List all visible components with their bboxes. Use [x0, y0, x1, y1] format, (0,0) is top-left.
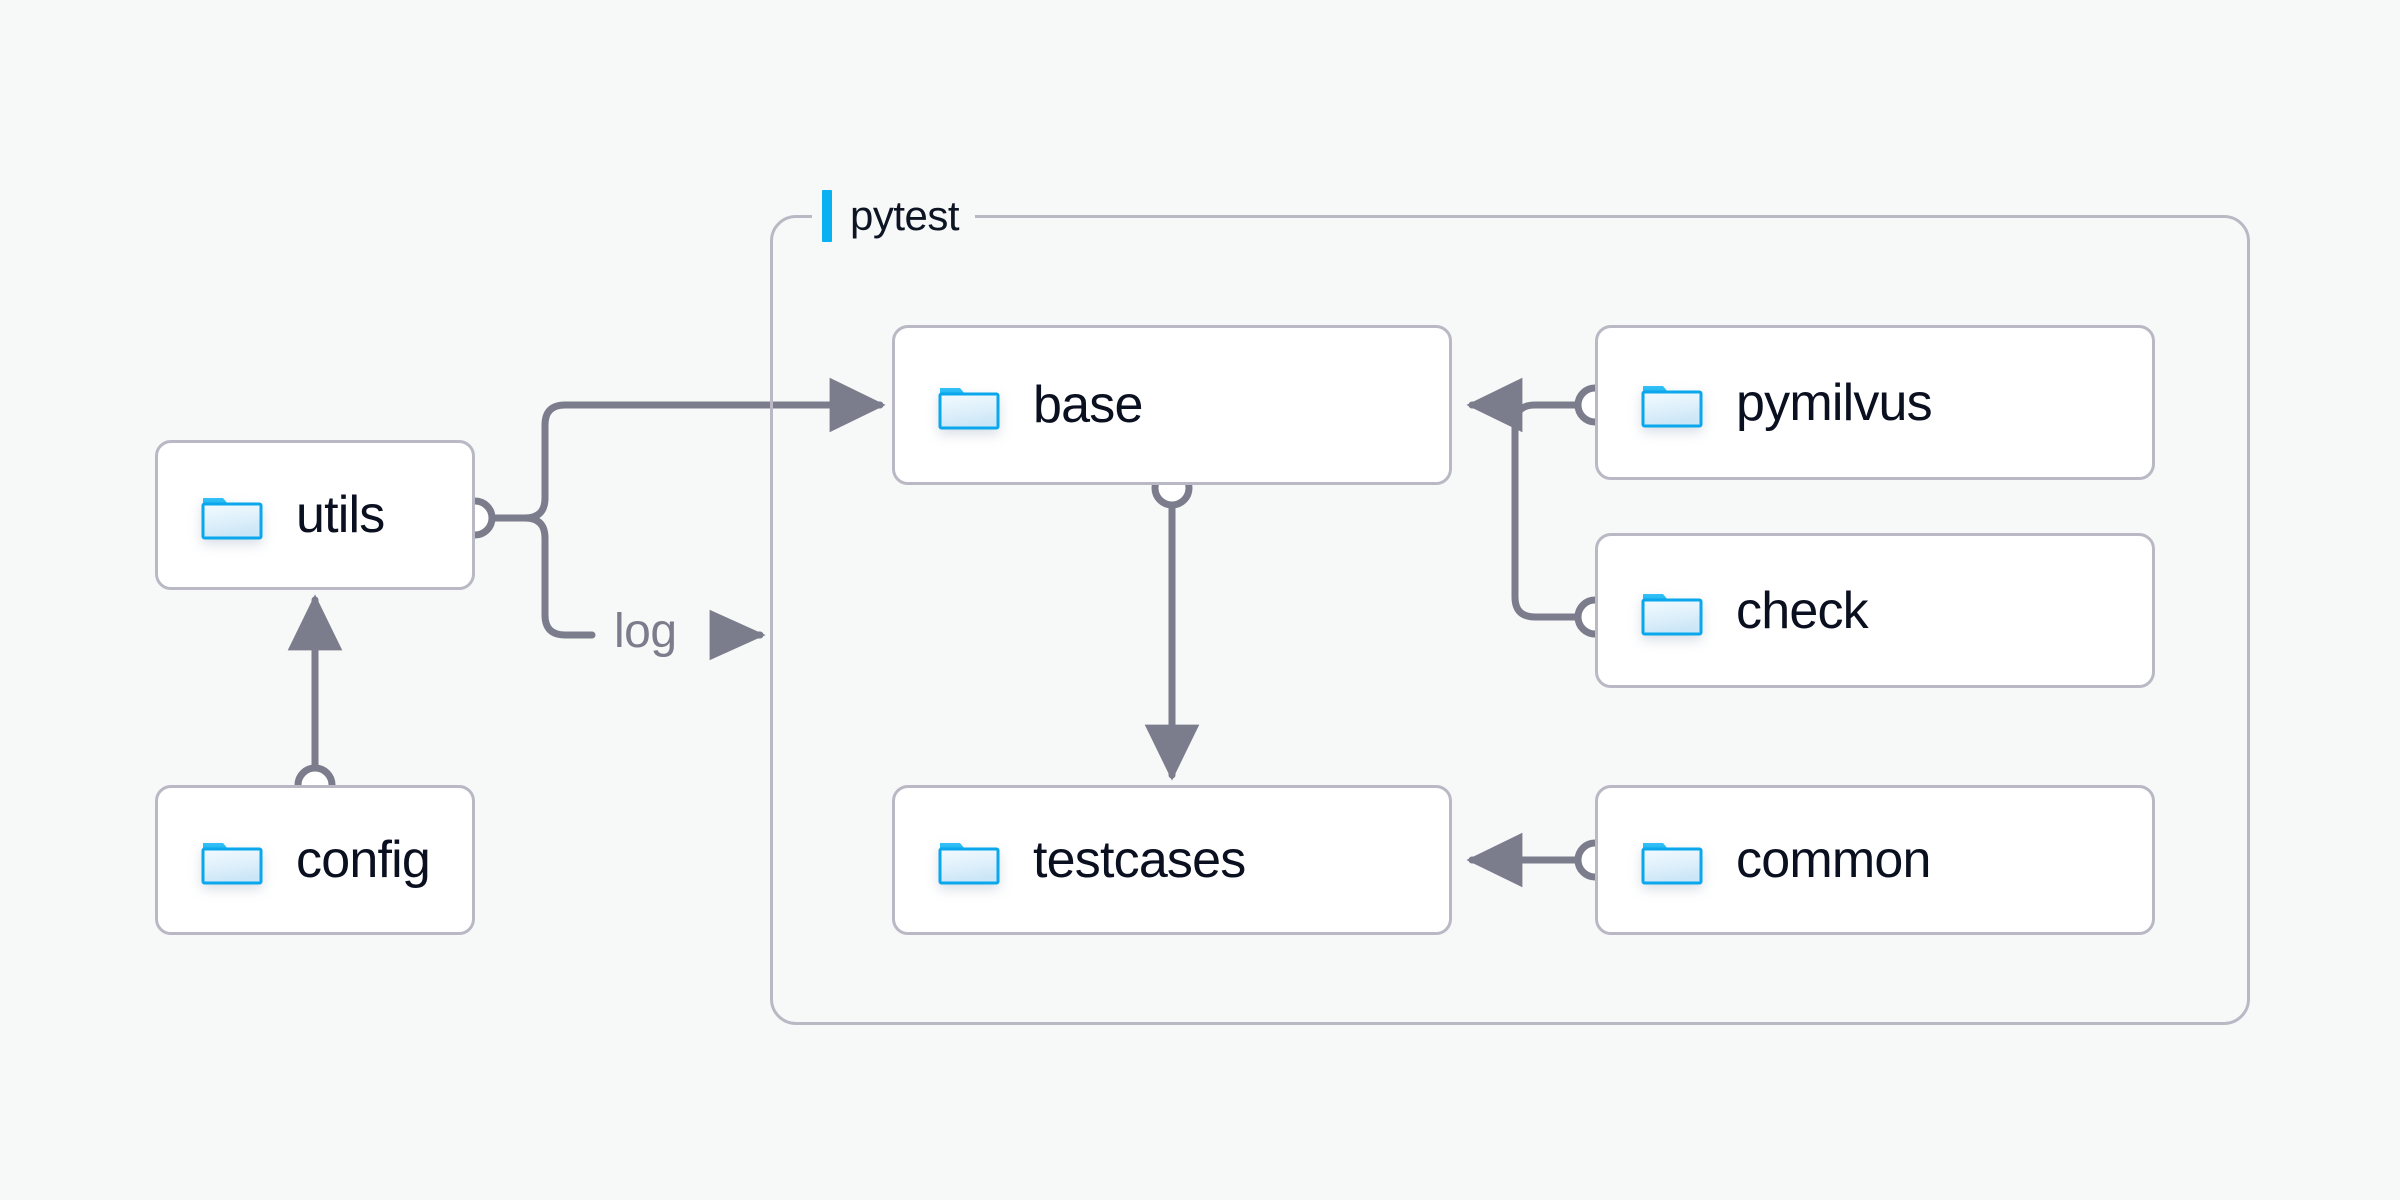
edge-label-log: log — [606, 608, 685, 656]
node-label: check — [1736, 581, 1869, 640]
node-label: common — [1736, 831, 1931, 889]
node-check[interactable]: check — [1595, 533, 2155, 688]
node-utils[interactable]: utils — [155, 440, 475, 590]
folder-icon — [1640, 832, 1704, 888]
group-label-pytest: pytest — [812, 190, 976, 242]
folder-icon — [1640, 583, 1704, 639]
node-label: pymilvus — [1736, 373, 1933, 432]
folder-icon — [200, 487, 264, 543]
node-common[interactable]: common — [1595, 785, 2155, 935]
folder-icon — [937, 832, 1001, 888]
node-label: base — [1033, 376, 1143, 434]
edge-utils-to-log — [488, 514, 596, 639]
group-label-text: pytest — [850, 192, 960, 239]
folder-icon — [200, 832, 264, 888]
node-base[interactable]: base — [892, 325, 1452, 485]
node-label: testcases — [1033, 831, 1246, 889]
folder-icon — [1640, 375, 1704, 431]
node-label: utils — [296, 486, 385, 544]
group-container-pytest — [770, 215, 2250, 1025]
folder-icon — [937, 377, 1001, 433]
node-config[interactable]: config — [155, 785, 475, 935]
node-pymilvus[interactable]: pymilvus — [1595, 325, 2155, 480]
group-accent-bar — [822, 190, 832, 242]
node-testcases[interactable]: testcases — [892, 785, 1452, 935]
node-label: config — [296, 831, 431, 889]
